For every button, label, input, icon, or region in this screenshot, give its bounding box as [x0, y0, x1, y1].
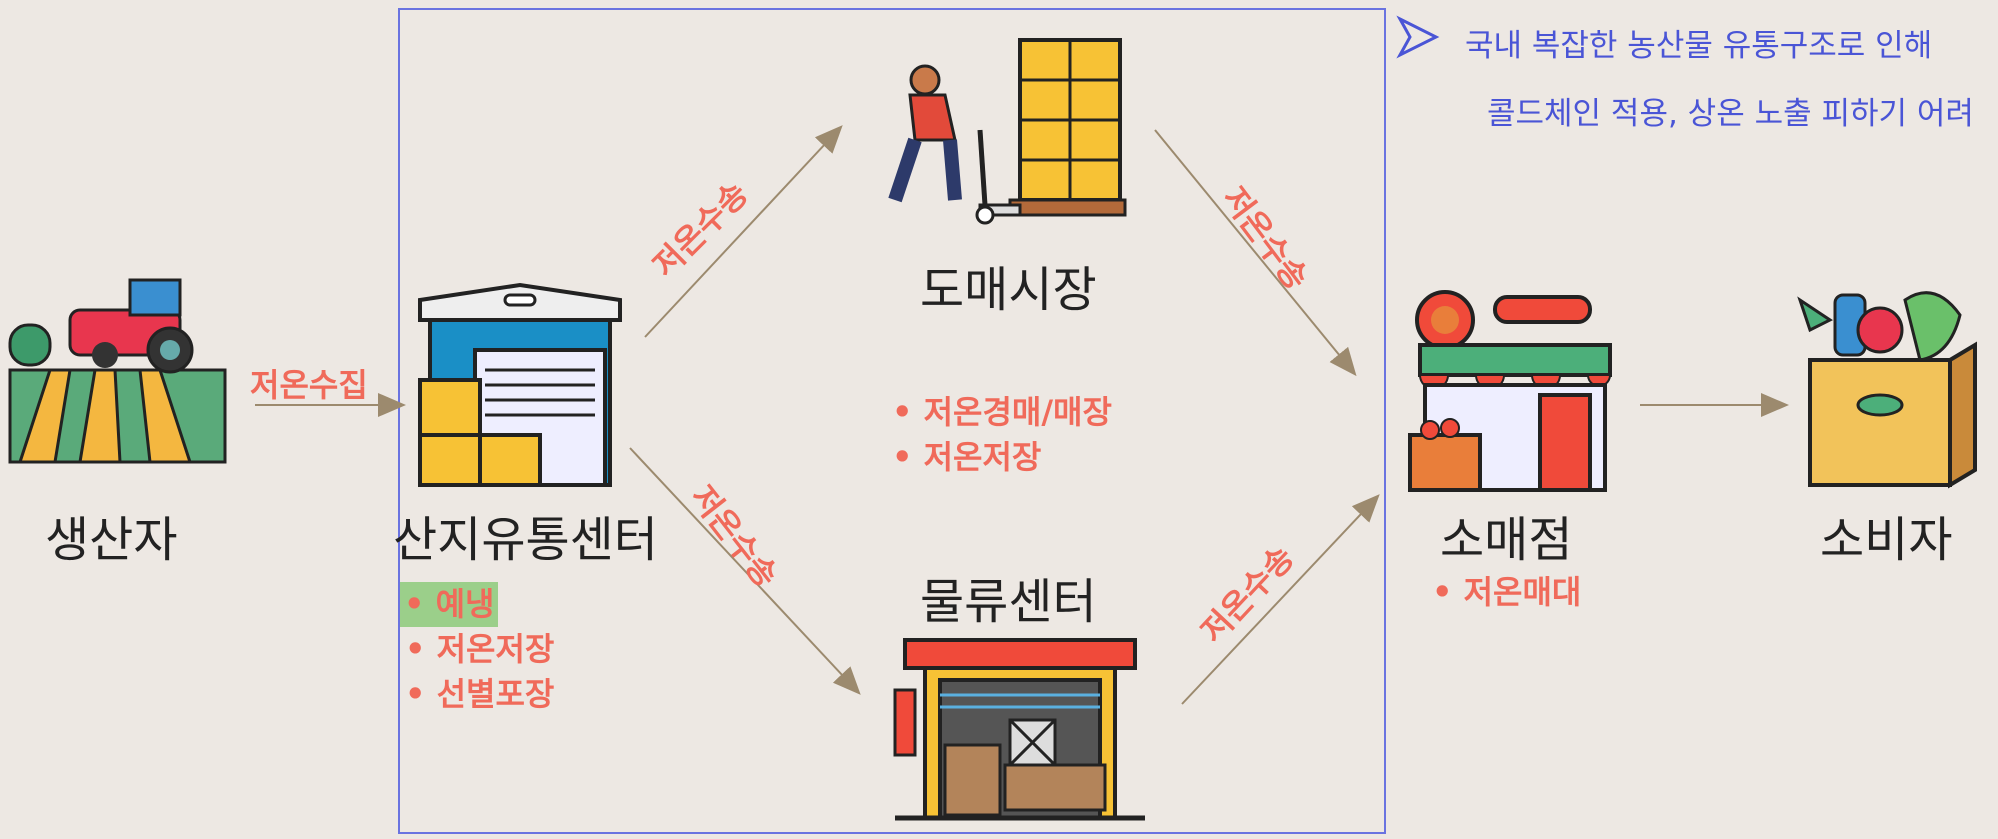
wholesale-bullet-list: • 저온경매/매장 • 저온저장: [892, 390, 1112, 480]
node-origin-center: 산지유통센터: [393, 512, 658, 568]
farm-tractor-icon: [8, 278, 227, 464]
pallet-worker-icon: [888, 38, 1127, 225]
node-producer: 생산자: [45, 512, 178, 568]
note-line-2: 콜드체인 적용, 상온 노출 피하기 어려: [1487, 96, 1974, 132]
edge-label-collect: 저온수집: [250, 366, 368, 404]
arrowhead-bullet-icon: [1396, 15, 1440, 59]
node-consumer: 소비자: [1820, 512, 1953, 568]
warehouse-icon: [418, 282, 622, 487]
arrow-origin-logistics: [629, 447, 861, 695]
origin-bullet-packing: • 선별포장: [405, 675, 555, 713]
origin-bullet-storage: • 저온저장: [405, 630, 555, 668]
arrow-wholesale-retail: [1154, 129, 1357, 377]
origin-bullet-list: • 예냉 • 저온저장 • 선별포장: [400, 582, 555, 717]
node-retail: 소매점: [1440, 512, 1573, 568]
logistics-building-icon: [893, 638, 1145, 821]
arrow-origin-wholesale: [644, 125, 843, 338]
wholesale-bullet-storage: • 저온저장: [892, 438, 1042, 476]
store-icon: [1408, 290, 1612, 492]
node-wholesale: 도매시장: [920, 262, 1097, 318]
cold-chain-zone-frame: [398, 8, 1386, 834]
origin-bullet-precool: • 예냉: [400, 582, 499, 627]
retail-bullet-list: • 저온매대: [1432, 570, 1581, 615]
retail-bullet-cold-display: • 저온매대: [1432, 573, 1582, 611]
grocery-bag-icon: [1797, 291, 1977, 489]
note-line-1: 국내 복잡한 농산물 유통구조로 인해: [1465, 28, 1933, 64]
wholesale-bullet-auction: • 저온경매/매장: [892, 393, 1112, 431]
node-logistics: 물류센터: [920, 574, 1097, 630]
arrow-logistics-retail: [1181, 494, 1380, 705]
